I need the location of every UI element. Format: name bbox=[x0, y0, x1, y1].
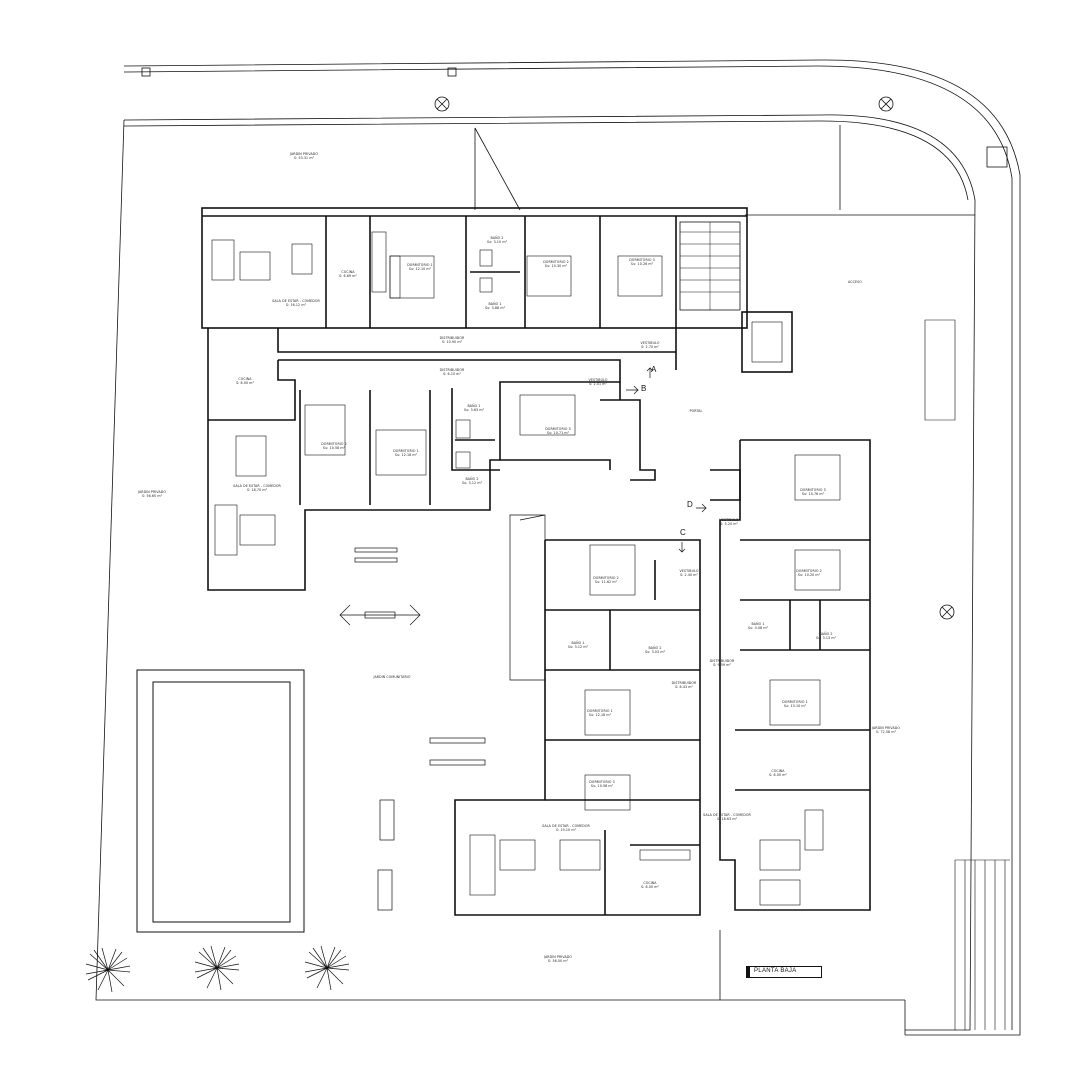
room-label: PORTAL bbox=[689, 409, 703, 413]
furniture-center bbox=[469, 544, 691, 896]
garden-furniture bbox=[339, 514, 546, 911]
tree-3 bbox=[304, 945, 350, 991]
room-label: JARDIN COMUNITARIO bbox=[373, 675, 411, 679]
pool bbox=[136, 669, 305, 933]
marker-c: C bbox=[680, 528, 686, 537]
marker-a: A bbox=[651, 365, 657, 374]
apartment-middle bbox=[207, 328, 656, 591]
parking-area bbox=[924, 319, 1010, 1030]
furniture-middle bbox=[214, 394, 576, 556]
apartment-center bbox=[454, 539, 701, 916]
title-bar bbox=[747, 967, 750, 977]
tree-1 bbox=[85, 947, 131, 993]
entry-arrows bbox=[626, 367, 707, 553]
plan-title-text: PLANTA BAJA bbox=[754, 968, 797, 974]
apartment-right bbox=[710, 439, 871, 911]
room-label: ACCESO bbox=[848, 280, 862, 284]
marker-d: D bbox=[687, 500, 693, 509]
apartment-top bbox=[201, 207, 793, 373]
palm-trees bbox=[85, 945, 350, 993]
furniture-top bbox=[211, 231, 663, 299]
furniture-right bbox=[759, 454, 841, 906]
plan-title: PLANTA BAJA bbox=[746, 966, 822, 978]
marker-b: B bbox=[641, 384, 647, 393]
site-boundary bbox=[95, 59, 1021, 1036]
tree-2 bbox=[194, 945, 240, 991]
